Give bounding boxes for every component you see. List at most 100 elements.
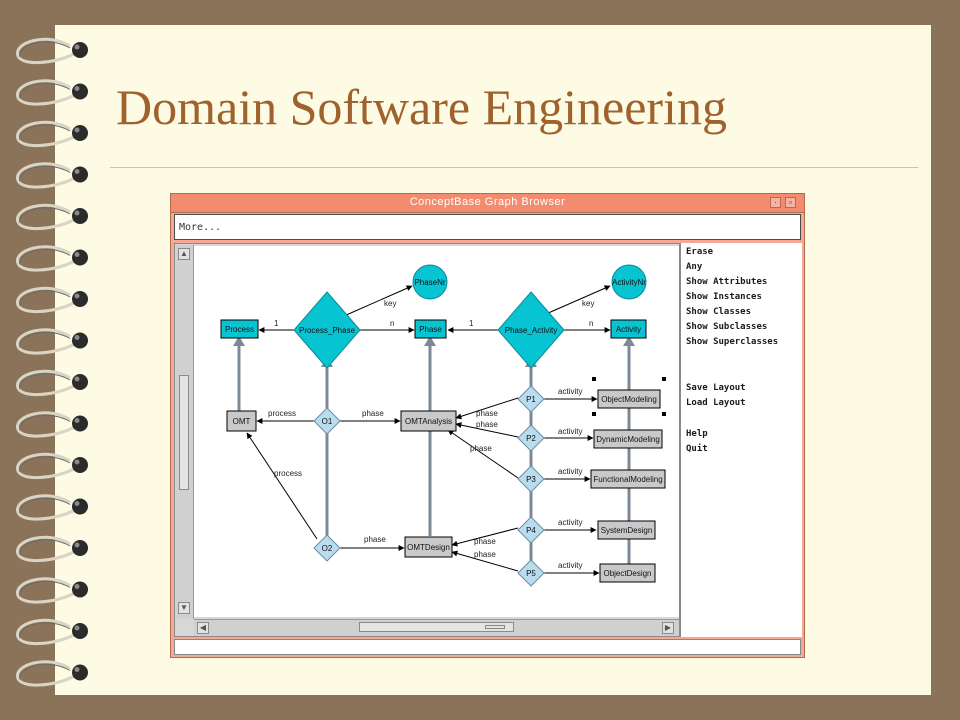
- node-phase-activity-label: Phase_Activity: [505, 326, 557, 335]
- menu-any[interactable]: Any: [686, 262, 703, 272]
- menu-save-layout[interactable]: Save Layout: [686, 383, 746, 393]
- spiral-ring: [16, 79, 88, 106]
- graph-canvas[interactable]: 1 key n 1 key n process phase process ph…: [194, 246, 679, 617]
- spiral-ring: [16, 535, 88, 563]
- spiral-binding: [16, 37, 88, 687]
- edge-label-act-p2: activity: [558, 427, 582, 436]
- node-dynamicmodeling-shape[interactable]: [593, 429, 663, 449]
- node-objectmodeling-label: ObjectModeling: [601, 395, 657, 404]
- node-systemdesign-shape[interactable]: [597, 520, 656, 540]
- edge-p1-omtanalysis: [455, 397, 519, 420]
- menu-erase[interactable]: Erase: [686, 247, 714, 257]
- selection-handle-tr[interactable]: [662, 377, 666, 381]
- node-o1-label: O1: [322, 417, 333, 426]
- scroll-right-icon[interactable]: ▶: [662, 622, 674, 634]
- node-p5-shape[interactable]: [517, 559, 545, 587]
- edge-label-act-p1: activity: [558, 387, 582, 396]
- node-objectdesign-label: ObjectDesign: [603, 569, 651, 578]
- node-activity-shape[interactable]: [610, 319, 647, 339]
- more-bar[interactable]: More...: [174, 214, 801, 240]
- horizontal-scrollbar[interactable]: ◀ ▶: [194, 619, 679, 636]
- menu-show-classes[interactable]: Show Classes: [686, 307, 752, 317]
- node-functionalmodeling-shape[interactable]: [590, 469, 666, 489]
- arrowhead-process: [233, 336, 245, 346]
- window-title: ConceptBase Graph Browser: [409, 196, 566, 208]
- scroll-down-icon[interactable]: ▼: [178, 602, 190, 614]
- node-p1-label: P1: [526, 395, 536, 404]
- node-o2-shape[interactable]: [313, 534, 341, 562]
- maximize-button[interactable]: ▫: [785, 197, 796, 208]
- title-divider: [110, 167, 918, 168]
- more-label: More...: [179, 222, 222, 233]
- edge-p4-omtdesign: [451, 527, 519, 547]
- node-o1-shape[interactable]: [313, 407, 341, 435]
- scroll-left-icon[interactable]: ◀: [197, 622, 209, 634]
- menu-show-attributes[interactable]: Show Attributes: [686, 277, 768, 287]
- selection-handle-bl[interactable]: [592, 412, 596, 416]
- edge-p3-omtanalysis: [447, 429, 519, 479]
- menu-show-superclasses[interactable]: Show Superclasses: [686, 337, 779, 347]
- node-phase-shape[interactable]: [414, 319, 447, 339]
- node-objectdesign-shape[interactable]: [599, 563, 656, 583]
- edge-label-process-o1: process: [268, 409, 296, 418]
- spiral-ring: [16, 245, 88, 272]
- menu-load-layout[interactable]: Load Layout: [686, 398, 746, 408]
- edge-label-phase-o1: phase: [362, 409, 384, 418]
- spiral-ring: [16, 162, 88, 189]
- node-process-shape[interactable]: [220, 319, 259, 339]
- spiral-ring: [16, 660, 88, 687]
- node-p4-label: P4: [526, 526, 536, 535]
- node-p5-label: P5: [526, 569, 536, 578]
- edge-label-one-left: 1: [274, 319, 279, 328]
- edge-label-key-left: key: [384, 299, 396, 308]
- node-omtanalysis-shape[interactable]: [400, 410, 457, 432]
- edge-p5-omtdesign: [451, 550, 519, 572]
- edge-label-act-p5: activity: [558, 561, 582, 570]
- node-process-label: Process: [225, 325, 254, 334]
- arrowhead-phase: [424, 336, 436, 346]
- node-phase-activity-shape[interactable]: [497, 291, 565, 369]
- scroll-up-icon[interactable]: ▲: [178, 248, 190, 260]
- menu-help[interactable]: Help: [686, 429, 708, 439]
- window-titlebar[interactable]: ConceptBase Graph Browser · ▫: [171, 194, 804, 213]
- node-omtdesign-shape[interactable]: [404, 536, 453, 558]
- node-functionalmodeling-label: FunctionalModeling: [593, 475, 662, 484]
- node-process-phase-shape[interactable]: [293, 291, 361, 369]
- node-objectmodeling-shape[interactable]: [597, 389, 661, 409]
- node-phasenr-shape[interactable]: [412, 264, 448, 300]
- status-bar: [174, 639, 801, 655]
- vertical-scroll-thumb[interactable]: [179, 375, 189, 490]
- vertical-scrollbar[interactable]: ▲ ▼: [176, 245, 194, 619]
- minimize-button[interactable]: ·: [770, 197, 781, 208]
- node-omt-label: OMT: [233, 417, 251, 426]
- edge-p2-omtanalysis: [455, 422, 519, 438]
- command-menu: Erase Any Show Attributes Show Instances…: [680, 243, 802, 637]
- node-p3-shape[interactable]: [517, 465, 545, 493]
- node-o2-label: O2: [322, 544, 333, 553]
- graph-canvas-frame: ▲ ▼: [174, 243, 680, 637]
- edge-label-act-p4: activity: [558, 518, 582, 527]
- menu-show-instances[interactable]: Show Instances: [686, 292, 762, 302]
- edge-label-phase-p2: phase: [476, 420, 498, 429]
- selection-handle-tl[interactable]: [592, 377, 596, 381]
- node-omt-shape[interactable]: [226, 410, 257, 432]
- node-p3-label: P3: [526, 475, 536, 484]
- node-p2-shape[interactable]: [517, 424, 545, 452]
- node-dynamicmodeling-label: DynamicModeling: [596, 435, 660, 444]
- horizontal-scroll-thumb[interactable]: [359, 622, 514, 632]
- menu-show-subclasses[interactable]: Show Subclasses: [686, 322, 768, 332]
- edge-label-n-right: n: [589, 319, 593, 328]
- node-activitynr-shape[interactable]: [611, 264, 647, 300]
- spiral-ring: [16, 286, 88, 314]
- node-p1-shape[interactable]: [517, 385, 545, 413]
- arrowhead-activity: [623, 336, 635, 346]
- spiral-ring: [16, 452, 88, 480]
- edge-phaseactivity-activitynr: [545, 285, 611, 315]
- edge-label-process-o2: process: [274, 469, 302, 478]
- edge-label-phase-p1: phase: [476, 409, 498, 418]
- edge-label-key-right: key: [582, 299, 594, 308]
- edge-label-phase-p4: phase: [474, 537, 496, 546]
- selection-handle-br[interactable]: [662, 412, 666, 416]
- menu-quit[interactable]: Quit: [686, 444, 708, 454]
- node-p4-shape[interactable]: [517, 516, 545, 544]
